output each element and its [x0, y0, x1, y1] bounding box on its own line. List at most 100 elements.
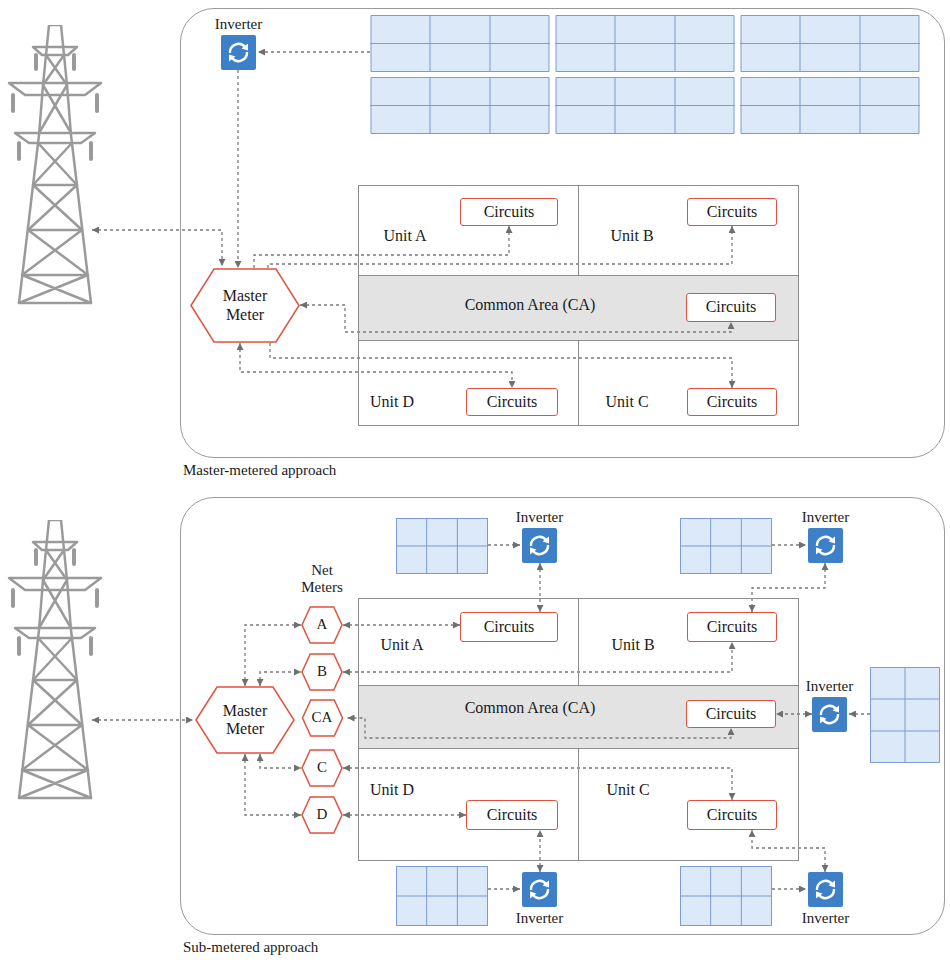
connector-line — [343, 624, 460, 625]
inverter-label: Inverter — [802, 910, 849, 927]
unit-label: Unit B — [611, 636, 654, 654]
circuits-label: Circuits — [707, 806, 758, 824]
connector-line — [260, 672, 301, 686]
drawing-part — [396, 866, 488, 926]
connector-line — [237, 70, 238, 268]
unit-cell: Circuits Common Area (CA) — [358, 685, 799, 749]
unit-cell: CircuitsUnit A — [358, 185, 579, 276]
drawing-part — [740, 15, 920, 72]
hexagon-shape — [302, 700, 342, 736]
approach-panel: InverterInverterMaster MeterABCACDCircui… — [180, 497, 945, 935]
connector-line — [270, 343, 732, 388]
unit-cell: CircuitsUnit B — [578, 598, 799, 686]
transmission-tower — [9, 25, 101, 303]
unit-label: Unit B — [610, 227, 653, 245]
circuits-box: Circuits — [686, 700, 776, 728]
drawing-part — [92, 230, 222, 266]
feed-lines — [92, 52, 870, 889]
drawing-part — [488, 544, 520, 545]
circuits-label: Circuits — [706, 705, 757, 723]
inverter-box: Inverter — [522, 528, 557, 563]
circuits-box: Circuits — [687, 198, 777, 226]
meter-hexagon: B — [301, 653, 343, 691]
circuits-box: Circuits — [466, 800, 558, 830]
panel-caption: Sub-metered approach — [183, 939, 318, 956]
connector-line — [245, 754, 301, 815]
connector-line — [539, 830, 540, 872]
band-fill — [358, 685, 799, 749]
hexagon-shape — [191, 269, 299, 342]
drawing-part — [849, 713, 870, 714]
meter-label: A — [317, 616, 328, 633]
meter-hexagon: Master Meter — [190, 268, 300, 343]
unit-cell: CircuitsUnit B — [578, 185, 799, 276]
drawing-part — [555, 15, 735, 72]
unit-label: Common Area (CA) — [465, 699, 596, 717]
circuits-label: Circuits — [487, 393, 538, 411]
inverter-symbol — [808, 872, 843, 907]
circuits-box: Circuits — [687, 612, 777, 642]
connector-line — [343, 768, 732, 800]
inverter-box: Inverter — [808, 872, 843, 907]
connector-line — [539, 563, 540, 612]
unit-label: Unit C — [606, 781, 649, 799]
inverter-symbol — [221, 35, 256, 70]
inverter-icon — [812, 697, 847, 732]
drawing-part — [680, 518, 772, 574]
unit-label: Common Area (CA) — [465, 296, 596, 314]
transmission-tower — [9, 520, 101, 798]
drawing-part — [488, 888, 520, 889]
meter-hexagon: CA — [297, 699, 348, 737]
inverter-label: Inverter — [516, 910, 563, 927]
meter-label: B — [317, 663, 327, 680]
circuits-box: Circuits — [466, 388, 558, 416]
connector-line — [752, 830, 825, 872]
unit-cell: Circuits Common Area (CA) — [358, 275, 799, 341]
drawing-part — [92, 719, 193, 720]
connector-line — [260, 754, 301, 768]
connector-line — [268, 226, 732, 268]
meter-hexagon: D — [301, 796, 343, 834]
hexagon-shape — [302, 654, 342, 690]
circuits-box: Circuits — [687, 388, 777, 416]
unit-label: Unit D — [370, 393, 414, 411]
unit-cell: CircuitsUnit D — [358, 748, 579, 861]
hexagon-shape — [302, 797, 342, 833]
inverter-box: Inverter — [522, 872, 557, 907]
inverter-box: Inverter — [221, 35, 256, 70]
circuits-box: Circuits — [686, 293, 776, 322]
hexagon-shape — [302, 750, 342, 786]
circuits-label: Circuits — [707, 618, 758, 636]
inverter-symbol — [522, 872, 557, 907]
unit-cell: CircuitsUnit A — [358, 598, 579, 686]
inverter-label: Inverter — [215, 16, 262, 33]
meter-hexagon: Master Meter — [194, 686, 296, 754]
hexagon-shape — [196, 687, 294, 753]
inverter-label: Inverter — [802, 509, 849, 526]
connector-line — [776, 713, 812, 714]
inverter-symbol — [812, 697, 847, 732]
connector-line — [240, 343, 512, 388]
drawing-part — [772, 544, 806, 545]
inverter-icon — [522, 872, 557, 907]
inverter-symbol — [522, 528, 557, 563]
circuits-box: Circuits — [460, 612, 558, 642]
drawing-part — [258, 51, 370, 52]
drawing-part — [370, 77, 550, 134]
inverter-icon — [808, 528, 843, 563]
connector-line — [254, 226, 509, 268]
connector-line — [245, 625, 301, 686]
meter-label: D — [317, 806, 328, 823]
circuits-label: Circuits — [706, 298, 757, 316]
connector-line — [348, 718, 732, 738]
meter-hexagon: C — [301, 749, 343, 787]
meter-label: Master Meter — [209, 287, 281, 324]
drawing-part — [740, 77, 920, 134]
inverter-icon — [522, 528, 557, 563]
drawing-part — [396, 518, 488, 574]
unit-cell: Circuits Unit D — [358, 340, 579, 426]
connector-line — [752, 563, 825, 612]
drawing-part — [370, 15, 550, 72]
meter-label: Master Meter — [209, 702, 281, 739]
solar-array — [370, 15, 940, 926]
